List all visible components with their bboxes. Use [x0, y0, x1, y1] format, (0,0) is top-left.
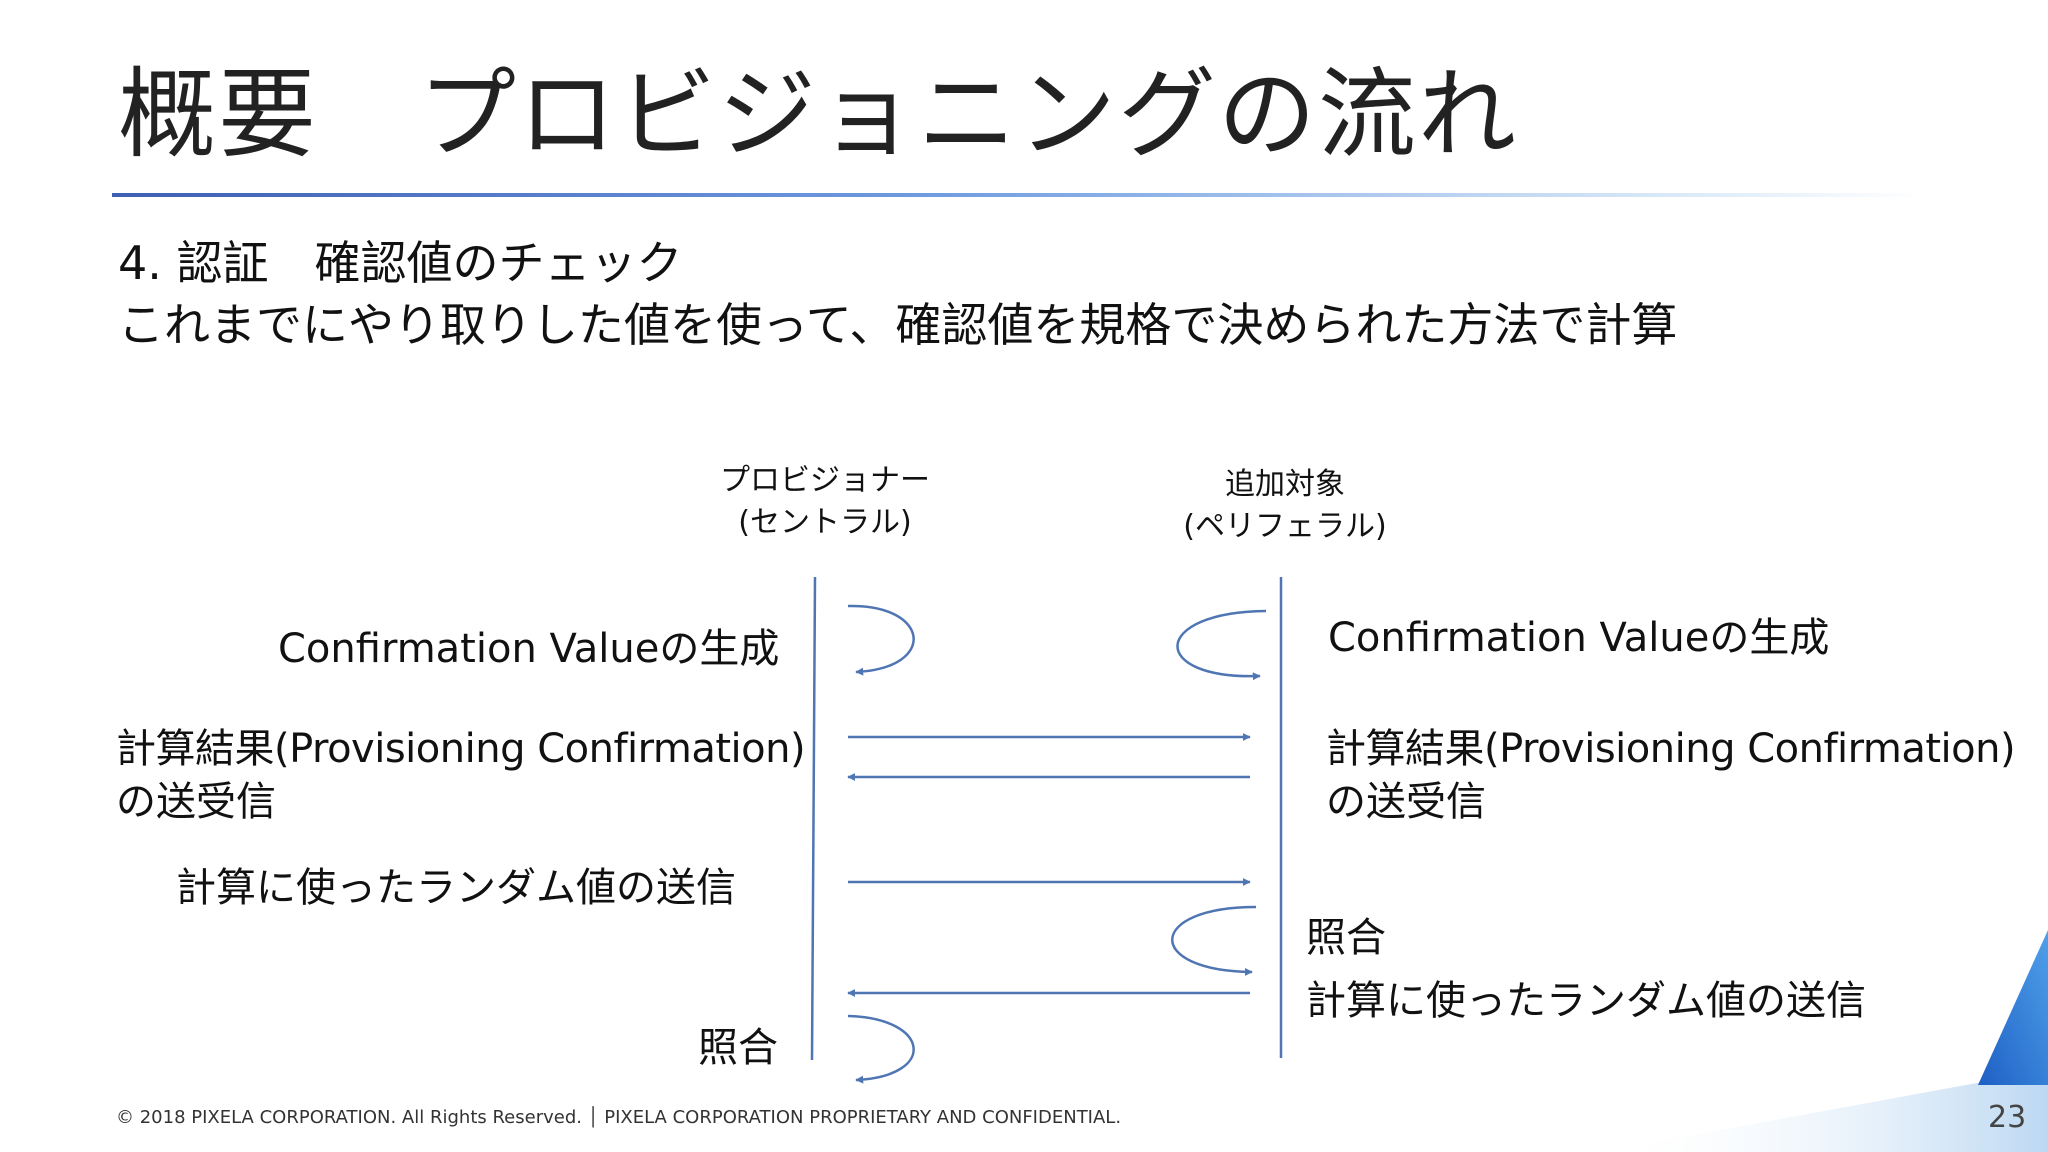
- left-exchange-label-line2: の送受信: [116, 779, 276, 825]
- left-actor: プロビジョナー (セントラル): [705, 460, 945, 544]
- left-generate-loop: [847, 604, 915, 676]
- step-description: これまでにやり取りした値を使って、確認値を規格で決められた方法で計算: [118, 298, 1678, 352]
- right-send-random-label: 計算に使ったランダム値の送信: [1306, 978, 1866, 1024]
- slide-title: 概要 プロビジョニングの流れ: [118, 58, 1519, 172]
- corner-decoration-light: [1600, 1070, 2048, 1152]
- left-actor-role: (セントラル): [738, 505, 912, 540]
- left-lifeline: [810, 576, 817, 1061]
- right-verify-loop: [1171, 905, 1257, 976]
- step-heading: 4. 認証 確認値のチェック: [118, 236, 683, 290]
- copyright-footer: © 2018 PIXELA CORPORATION. All Rights Re…: [116, 1107, 1122, 1128]
- left-verify-label: 照合: [698, 1025, 778, 1071]
- right-generate-label: Confirmation Valueの生成: [1328, 615, 1830, 661]
- right-generate-loop: [1176, 609, 1267, 681]
- right-verify-label: 照合: [1306, 915, 1386, 961]
- corner-decoration-blue: [1978, 930, 2048, 1085]
- right-exchange-label-line2: の送受信: [1326, 779, 1486, 825]
- left-generate-label: Confirmation Valueの生成: [278, 626, 780, 672]
- left-send-random-label: 計算に使ったランダム値の送信: [176, 865, 736, 911]
- page-number: 23: [1988, 1100, 2027, 1135]
- left-exchange-label-line1: 計算結果(Provisioning Confirmation): [116, 726, 806, 772]
- title-underline: [112, 193, 1922, 197]
- right-exchange-label-line1: 計算結果(Provisioning Confirmation): [1326, 726, 2016, 772]
- right-actor-name: 追加対象: [1225, 467, 1345, 502]
- left-verify-loop: [847, 1014, 915, 1084]
- right-actor-role: (ペリフェラル): [1183, 509, 1387, 544]
- right-actor: 追加対象 (ペリフェラル): [1165, 464, 1405, 548]
- left-actor-name: プロビジョナー: [720, 463, 930, 498]
